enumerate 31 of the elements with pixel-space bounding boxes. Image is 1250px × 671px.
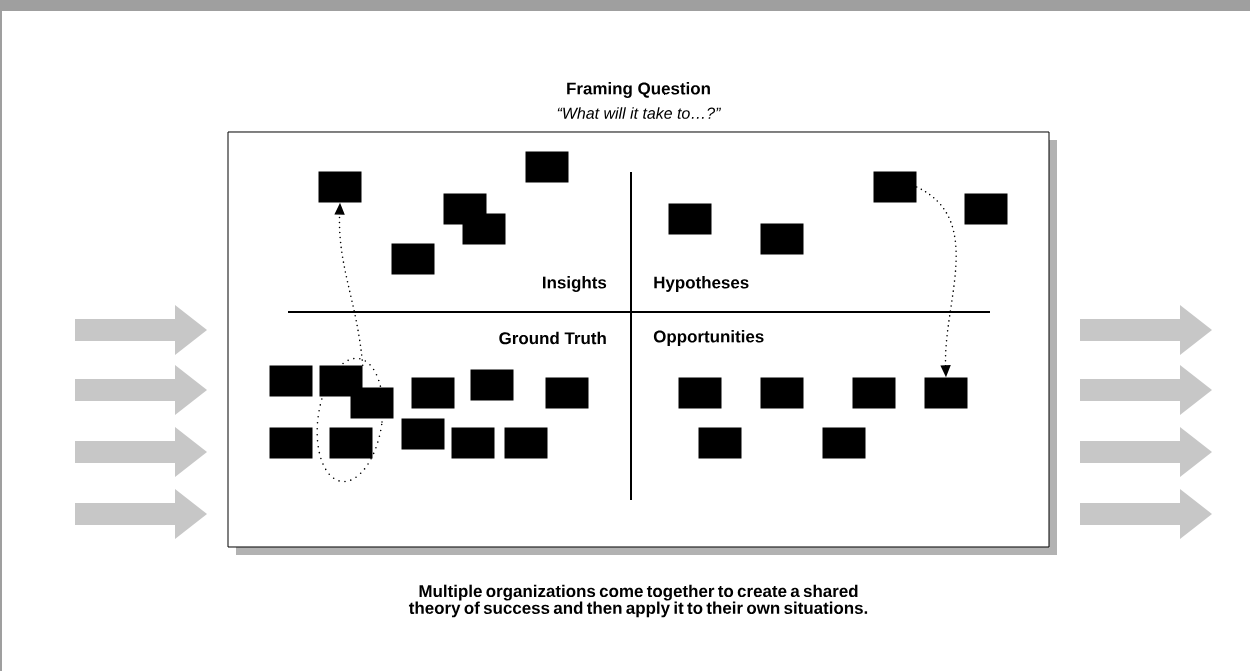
sticky-note — [760, 377, 804, 409]
sticky-note — [924, 377, 968, 409]
quadrant-label: Hypotheses — [654, 276, 749, 292]
sticky-note — [668, 203, 712, 235]
sticky-note — [329, 427, 373, 459]
sticky-note — [318, 171, 362, 203]
sticky-note — [678, 377, 722, 409]
sticky-note — [451, 427, 495, 459]
quadrant-label: Insights — [543, 276, 607, 292]
board-heading: Framing Question — [567, 82, 710, 98]
sticky-note — [873, 171, 917, 203]
sticky-note — [411, 377, 455, 409]
sticky-note — [470, 369, 514, 401]
sticky-note — [391, 243, 435, 275]
framing-question: “What will it take to…?” — [557, 107, 721, 119]
sticky-note — [822, 427, 866, 459]
sticky-note — [401, 418, 445, 450]
sticky-note — [269, 365, 313, 397]
sticky-note — [525, 151, 569, 183]
sticky-note — [760, 223, 804, 255]
sticky-note — [504, 427, 548, 459]
sticky-note — [964, 193, 1008, 225]
sticky-note — [698, 427, 742, 459]
quadrant-label: Ground Truth — [499, 331, 606, 345]
caption: Multiple organizations come together to create a shared theory of success and then apply it to their own situations. — [408, 584, 868, 618]
quadrant-label: Opportunities — [653, 330, 764, 346]
sticky-note — [350, 387, 394, 419]
sticky-note — [545, 377, 589, 409]
sticky-note — [462, 213, 506, 245]
sticky-note — [269, 427, 313, 459]
sticky-note — [852, 377, 896, 409]
